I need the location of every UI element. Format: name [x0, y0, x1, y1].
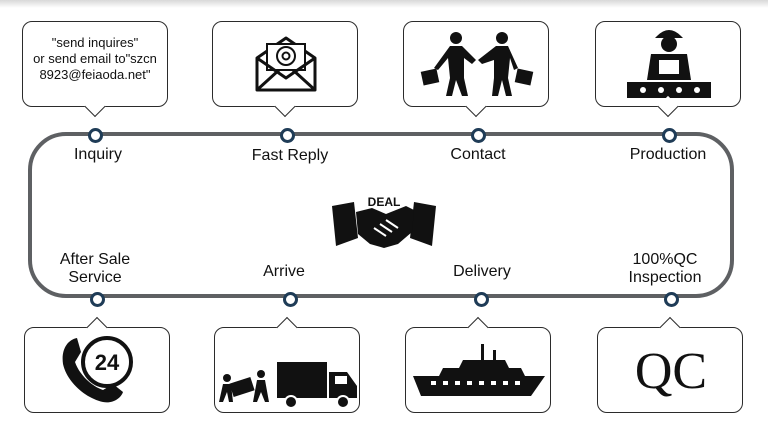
node-contact — [471, 128, 486, 143]
node-delivery — [474, 292, 489, 307]
right-cuff — [410, 202, 436, 246]
label-production: Production — [629, 146, 707, 163]
qc-icon: QC — [635, 343, 707, 400]
handshake-icon: DEAL — [332, 195, 436, 248]
phone-24-icon: 24 — [62, 336, 133, 403]
bubble-contact — [403, 21, 549, 118]
bubble-fast-reply — [212, 21, 358, 118]
worker-icon — [627, 30, 711, 98]
left-cuff — [332, 202, 358, 246]
label-delivery: Delivery — [453, 263, 511, 280]
bubble-production — [595, 21, 741, 118]
bubble-qc: QC — [597, 316, 743, 413]
label-fast-reply: Fast Reply — [251, 147, 329, 164]
businessmen-handshake-icon — [420, 32, 534, 96]
node-production — [662, 128, 677, 143]
envelope-at-icon — [255, 36, 317, 92]
label-arrive: Arrive — [263, 263, 305, 280]
node-arrive — [283, 292, 298, 307]
bubble-arrive — [214, 316, 360, 413]
top-shadow — [0, 0, 768, 8]
bubble-inquiry: "send inquires" or send email to"szcn 89… — [22, 21, 168, 118]
truck-icon — [219, 362, 357, 409]
inquiry-note: "send inquires" or send email to"szcn 89… — [33, 35, 157, 82]
node-qc — [664, 292, 679, 307]
label-contact: Contact — [450, 146, 506, 163]
label-qc: 100%QC Inspection — [628, 251, 702, 286]
bubble-after-sale: 24 — [24, 316, 170, 413]
process-track — [28, 132, 734, 298]
node-fast-reply — [280, 128, 295, 143]
label-inquiry: Inquiry — [73, 146, 123, 163]
node-after-sale — [90, 292, 105, 307]
badge-24: 24 — [95, 350, 120, 375]
label-after-sale: After Sale Service — [59, 251, 131, 286]
ship-icon — [413, 344, 545, 396]
qc-badge: QC — [635, 343, 707, 400]
bubble-delivery — [405, 316, 551, 413]
deal-label: DEAL — [368, 195, 401, 209]
node-inquiry — [88, 128, 103, 143]
